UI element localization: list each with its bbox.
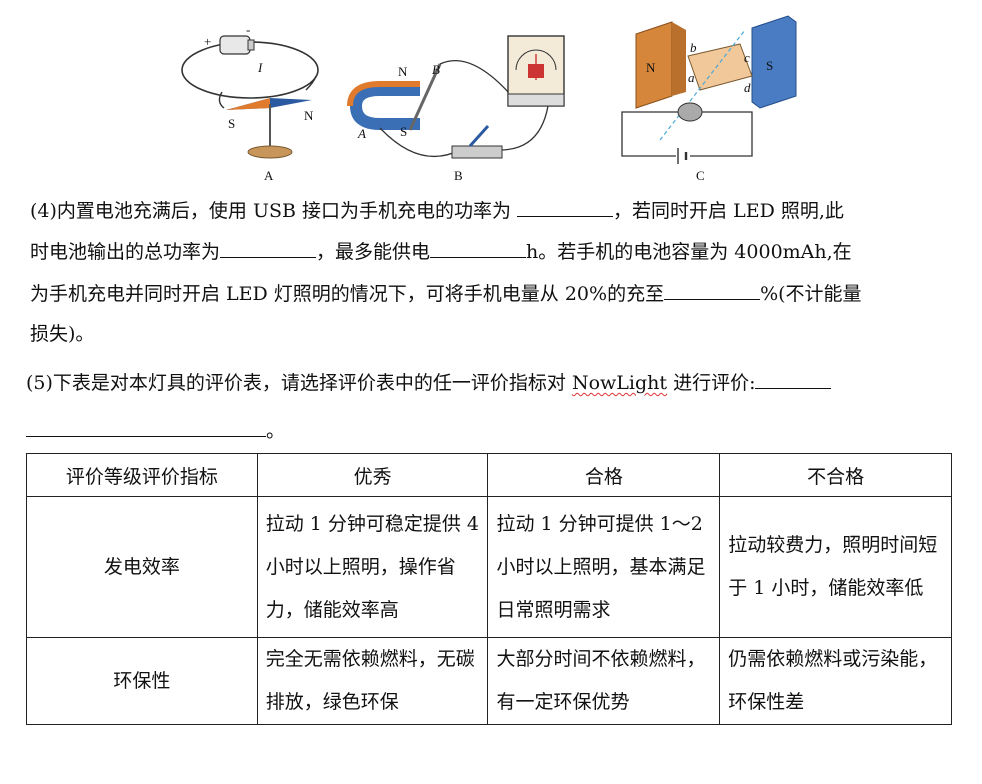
q4-blank-total-power[interactable] <box>220 231 317 258</box>
criteria-cell: 环保性 <box>26 637 258 725</box>
fig-c-label: C <box>696 168 705 183</box>
table-cell: 仍需依赖燃料或污染能，环保性差 <box>719 637 952 725</box>
table-cell: 拉动较费力，照明时间短于 1 小时，储能效率低 <box>719 496 952 638</box>
table-cell: 拉动 1 分钟可提供 1～2 小时以上照明，基本满足日常照明需求 <box>487 496 721 638</box>
table-cell: 大部分时间不依赖燃料，有一定环保优势 <box>487 637 721 725</box>
header-excellent: 优秀 <box>256 453 489 497</box>
physics-figures: + - I S N A N S A B B N <box>181 15 797 183</box>
header-criteria: 评价等级评价指标 <box>26 453 258 497</box>
header-fail: 不合格 <box>719 453 952 497</box>
fig-a-plus: + <box>204 34 211 49</box>
table-row: 发电效率 拉动 1 分钟可稳定提供 4 小时以上照明，操作省力，储能效率高 拉动… <box>26 496 952 638</box>
criteria-cell: 发电效率 <box>26 496 258 638</box>
q4-line-1: (4)内置电池充满后，使用 USB 接口为手机充电的功率为 ，若同时开启 LED… <box>30 190 960 231</box>
q4-blank-usb-power[interactable] <box>517 190 614 217</box>
fig-c-s: S <box>766 58 773 73</box>
header-pass: 合格 <box>487 453 721 497</box>
fig-c-c: c <box>744 50 750 65</box>
q4-blank-percent[interactable] <box>664 273 761 300</box>
q4-line-3: 为手机充电并同时开启 LED 灯照明的情况下，可将手机电量从 20%的充至%(不… <box>30 273 960 314</box>
fig-a-current: I <box>257 60 263 75</box>
fig-b-a: A <box>357 126 366 141</box>
q5-blank-a[interactable] <box>755 362 832 389</box>
battery-icon <box>219 35 251 55</box>
fig-b-n: N <box>398 64 408 79</box>
figure-b: N S A B B <box>347 35 565 183</box>
fig-a-s: S <box>228 116 235 131</box>
fig-a-minus: - <box>246 22 250 37</box>
evaluation-table: 评价等级评价指标 优秀 合格 不合格 发电效率 拉动 1 分钟可稳定提供 4 小… <box>26 453 952 725</box>
figure-a: + - I S N A <box>181 22 319 183</box>
table-cell: 完全无需依赖燃料，无碳排放，绿色环保 <box>256 637 489 725</box>
fig-c-d: d <box>744 80 751 95</box>
figure-c: N S a b c d C <box>621 15 797 183</box>
q5-line-2: 。 <box>26 410 956 451</box>
table-row: 环保性 完全无需依赖燃料，无碳排放，绿色环保 大部分时间不依赖燃料，有一定环保优… <box>26 637 952 725</box>
q5-line-1: (5)下表是对本灯具的评价表，请选择评价表中的任一评价指标对 NowLight … <box>26 362 956 403</box>
fig-b-b: B <box>432 62 440 77</box>
fig-a-label: A <box>264 168 274 183</box>
fig-a-n: N <box>304 108 314 123</box>
fig-b-label: B <box>454 168 463 183</box>
q4-line-4: 损失)。 <box>30 323 95 345</box>
q4-blank-hours[interactable] <box>430 231 527 258</box>
q5-blank-b[interactable] <box>26 410 266 437</box>
switch-icon <box>451 145 503 159</box>
fig-c-b: b <box>690 40 697 55</box>
fig-b-s: S <box>400 124 407 139</box>
table-header-row: 评价等级评价指标 优秀 合格 不合格 <box>26 453 952 497</box>
fig-c-a: a <box>688 70 695 85</box>
brand-name: NowLight <box>571 372 668 394</box>
table-cell: 拉动 1 分钟可稳定提供 4 小时以上照明，操作省力，储能效率高 <box>256 496 489 638</box>
fig-c-n: N <box>646 60 656 75</box>
